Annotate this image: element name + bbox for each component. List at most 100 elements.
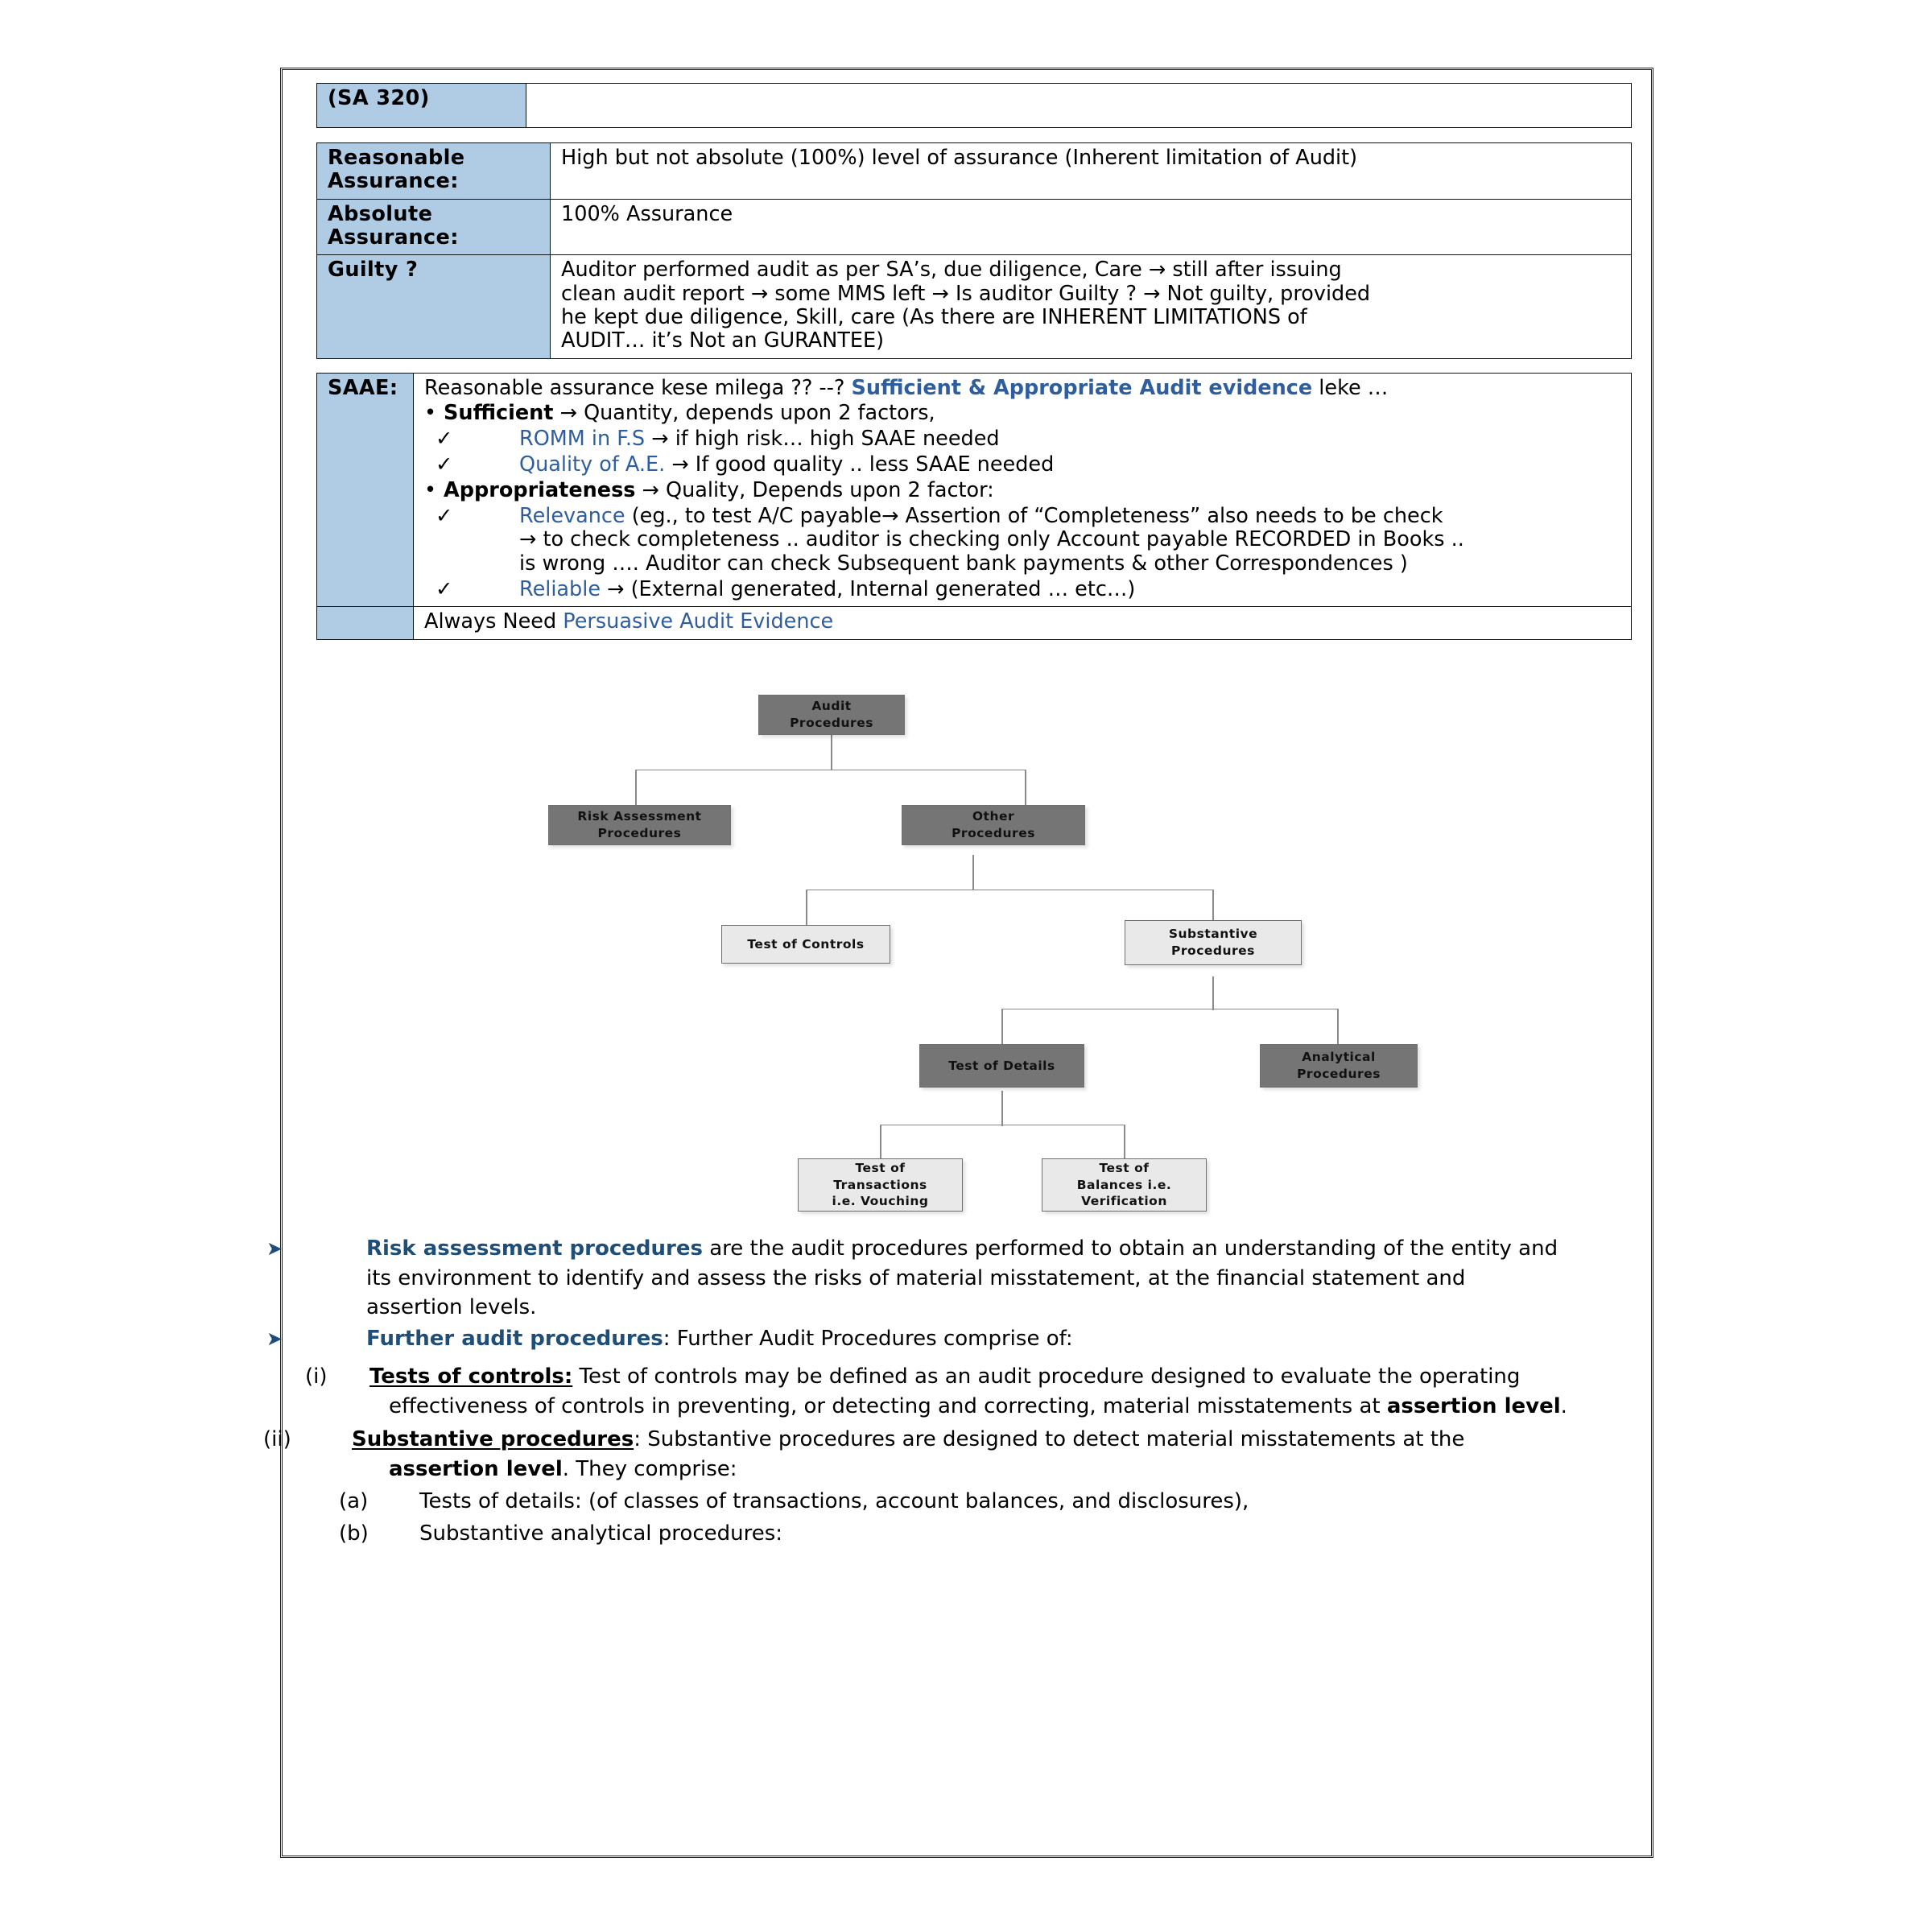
connector-line xyxy=(1001,1008,1338,1010)
connector-line xyxy=(1025,769,1026,805)
note-tests-of-controls: (i) Tests of controls: Test of controls m… xyxy=(305,1362,1604,1422)
saae-sub-relevance: ✓ Relevance (eg., to test A/C payable→ As… xyxy=(424,504,1623,529)
page-content: (SA 320) Reasonable Assurance: High but … xyxy=(263,83,1632,1549)
note-further-term: Further audit procedures xyxy=(366,1327,663,1352)
arrow-bullet-icon: ➤ xyxy=(266,1327,283,1351)
note-sub-l2-rest: . They comprise: xyxy=(562,1456,737,1481)
saae-sub-quality-ae-text: → If good quality .. less SAAE needed xyxy=(665,452,1055,477)
diagram-node-audit-procedures: Audit Procedures xyxy=(758,694,905,735)
saae-footer-text: Always Need xyxy=(424,609,564,634)
row-value-absolute-assurance: 100% Assurance xyxy=(550,198,1632,256)
saae-sub-relevance-cont-2: is wrong …. Auditor can check Subsequent… xyxy=(519,551,1408,576)
assurance-definition-table: Reasonable Assurance: High but not absol… xyxy=(316,142,1632,359)
arrow-bullet-icon: ➤ xyxy=(266,1236,283,1260)
note-substantive-analytical-text: Substantive analytical procedures: xyxy=(419,1521,783,1546)
saae-bullet-appropriateness: Appropriateness → Quality, Depends upon … xyxy=(424,477,1623,502)
note-number-i: (i) xyxy=(305,1364,328,1389)
audit-procedures-diagram: Audit Procedures Risk Assessment Procedu… xyxy=(316,682,1632,1212)
note-sub-l2-bold: assertion level xyxy=(389,1456,563,1481)
connector-line xyxy=(1212,889,1214,925)
note-further-audit-procedures: ➤Further audit procedures: Further Audit… xyxy=(266,1324,1604,1354)
row-label-reasonable-assurance: Reasonable Assurance: xyxy=(316,142,551,200)
note-number-ii: (ii) xyxy=(263,1427,291,1452)
row-label-saae: SAAE: xyxy=(316,372,414,608)
guilty-line-1: Auditor performed audit as per SA’s, due… xyxy=(561,258,1342,283)
note-number-b: (b) xyxy=(339,1521,369,1546)
check-icon: ✓ xyxy=(436,427,453,452)
saae-intro-text-2: leke … xyxy=(1312,375,1389,400)
saae-footer-spacer xyxy=(316,606,414,640)
diagram-node-test-of-transactions: Test of Transactions i.e. Vouching xyxy=(798,1158,963,1212)
note-substantive-line-1: : Substantive procedures are designed to… xyxy=(634,1427,1465,1452)
saae-footer-highlight: Persuasive Audit Evidence xyxy=(563,609,834,634)
connector-line xyxy=(806,889,807,925)
diagram-node-test-of-controls: Test of Controls xyxy=(721,924,890,964)
table-row: (SA 320) xyxy=(316,83,1632,128)
note-toc-l2-b: . xyxy=(1560,1394,1567,1419)
row-label-absolute-assurance: Absolute Assurance: xyxy=(316,198,551,256)
saae-intro-text-1: Reasonable assurance kese milega ?? --? xyxy=(424,375,852,400)
notes-section: ➤Risk assessment procedures are the audi… xyxy=(263,1234,1604,1549)
note-toc-l2-a: effectiveness of controls in preventing,… xyxy=(389,1394,1387,1419)
saae-bullet-appropriateness-term: Appropriateness xyxy=(444,477,636,502)
diagram-node-test-of-balances: Test of Balances i.e. Verification xyxy=(1042,1158,1207,1212)
connector-line xyxy=(806,889,1213,891)
saae-bullet-sufficient: Sufficient → Quantity, depends upon 2 fa… xyxy=(424,400,1623,425)
guilty-line-3: he kept due diligence, Skill, care (As t… xyxy=(561,304,1307,329)
saae-intro-highlight: Sufficient & Appropriate Audit evidence xyxy=(851,375,1313,400)
table-row: SAAE: Reasonable assurance kese milega ?… xyxy=(316,372,1632,608)
note-tests-of-controls-term: Tests of controls: xyxy=(369,1364,573,1389)
diagram-node-other-procedures: Other Procedures xyxy=(902,804,1085,845)
diagram-node-analytical-procedures: Analytical Procedures xyxy=(1260,1043,1418,1088)
saae-table: SAAE: Reasonable assurance kese milega ?… xyxy=(316,372,1632,640)
saae-bullet-sufficient-text: → Quantity, depends upon 2 factors, xyxy=(553,400,935,425)
guilty-line-4: AUDIT… it’s Not an GURANTEE) xyxy=(561,328,885,353)
connector-line xyxy=(1001,1090,1003,1126)
connector-line xyxy=(831,733,832,770)
sa-code-label: (SA 320) xyxy=(316,83,526,128)
guilty-line-2: clean audit report → some MMS left → Is … xyxy=(561,281,1371,306)
table-row: Reasonable Assurance: High but not absol… xyxy=(316,142,1632,200)
note-substantive-analytical: (b) Substantive analytical procedures: xyxy=(316,1519,1604,1549)
diagram-node-risk-assessment-procedures: Risk Assessment Procedures xyxy=(548,804,731,845)
row-value-reasonable-assurance: High but not absolute (100%) level of as… xyxy=(550,142,1632,200)
note-tests-of-details: (a) Tests of details: (of classes of tran… xyxy=(316,1487,1604,1517)
note-number-a: (a) xyxy=(339,1488,369,1513)
note-substantive-procedures: (ii) Substantive procedures: Substantive … xyxy=(263,1425,1604,1484)
note-risk-line-2: its environment to identify and assess t… xyxy=(366,1265,1466,1290)
connector-line xyxy=(1212,976,1214,1010)
note-risk-assessment-procedures: ➤Risk assessment procedures are the audi… xyxy=(266,1234,1604,1323)
connector-line xyxy=(1001,1008,1003,1044)
sa-code-value xyxy=(526,83,1632,128)
saae-bullet-sufficient-term: Sufficient xyxy=(444,400,554,425)
note-risk-line-3: assertion levels. xyxy=(366,1295,537,1320)
saae-content: Reasonable assurance kese milega ?? --? … xyxy=(413,372,1632,608)
row-value-guilty: Auditor performed audit as per SA’s, due… xyxy=(550,254,1632,359)
saae-sub-reliable: ✓ Reliable → (External generated, Interna… xyxy=(424,577,1623,601)
connector-line xyxy=(1337,1008,1339,1044)
note-tests-of-details-text: Tests of details: (of classes of transac… xyxy=(419,1488,1249,1513)
check-icon: ✓ xyxy=(436,504,453,529)
saae-sub-relevance-term: Relevance xyxy=(519,504,625,529)
note-substantive-line-2: assertion level. They comprise: xyxy=(369,1455,1604,1484)
connector-line xyxy=(635,769,1026,771)
saae-bullet-appropriateness-text: → Quality, Depends upon 2 factor: xyxy=(635,477,994,502)
connector-line xyxy=(1124,1124,1125,1158)
check-icon: ✓ xyxy=(436,577,453,601)
connector-line xyxy=(880,1124,881,1158)
note-substantive-term: Substantive procedures xyxy=(352,1427,634,1452)
saae-sub-relevance-cont-1: → to check completeness .. auditor is ch… xyxy=(519,527,1464,552)
saae-sub-reliable-text: → (External generated, Internal generate… xyxy=(601,577,1136,601)
connector-line xyxy=(972,854,974,890)
note-tests-of-controls-line-2: effectiveness of controls in preventing,… xyxy=(369,1392,1604,1422)
row-label-guilty: Guilty ? xyxy=(316,254,551,359)
saae-sub-quality-ae-term: Quality of A.E. xyxy=(519,452,666,477)
saae-intro: Reasonable assurance kese milega ?? --? … xyxy=(424,375,1623,400)
connector-line xyxy=(635,769,637,805)
note-tests-of-controls-line-1: Test of controls may be defined as an au… xyxy=(572,1364,1521,1389)
saae-footer: Always Need Persuasive Audit Evidence xyxy=(413,606,1632,640)
saae-sub-reliable-term: Reliable xyxy=(519,577,601,601)
saae-sub-relevance-text: (eg., to test A/C payable→ Assertion of … xyxy=(625,504,1443,529)
note-risk-term: Risk assessment procedures xyxy=(366,1236,703,1261)
saae-sub-romm-text: → if high risk… high SAAE needed xyxy=(645,427,1000,452)
